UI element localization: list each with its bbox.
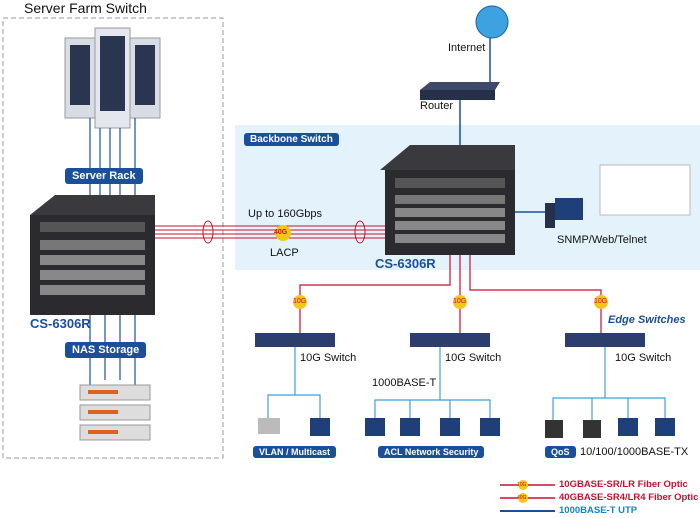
legend-40g-badge: 40G [517, 495, 527, 501]
left-model-label: CS-6306R [30, 316, 91, 331]
management-pc-icon [555, 198, 583, 220]
nas-storage-label: NAS Storage [65, 342, 147, 358]
internet-globe-icon [475, 5, 509, 39]
backbone-switch-label: Backbone Switch [244, 133, 339, 146]
snmp-label: SNMP/Web/Telnet [557, 234, 647, 246]
page-title: Server Farm Switch [24, 0, 147, 16]
40g-badge: 40G [274, 229, 288, 236]
switch-label: 10G Switch [445, 352, 502, 364]
10g-badge: 10G [453, 298, 467, 305]
center-model-label: CS-6306R [375, 256, 436, 271]
legend-10g: 10GBASE-SR/LR Fiber Optic [559, 479, 688, 490]
tx-label: 10/100/1000BASE-TX [580, 446, 689, 458]
40g-badge-icon [275, 225, 291, 241]
center-chassis-switch [380, 145, 515, 255]
feature-qos: QoS [545, 446, 576, 458]
10g-badge: 10G [293, 298, 307, 305]
server-rack-label: Server Rack [65, 168, 143, 184]
switch-label: 10G Switch [300, 352, 357, 364]
router-label: Router [420, 100, 454, 112]
legend-10g-badge: 10G [517, 482, 527, 488]
lacp-ring-right [354, 220, 366, 244]
legend-40g: 40GBASE-SR4/LR4 Fiber Optic [559, 492, 699, 503]
router-icon [420, 82, 500, 90]
nas-storage-icon [79, 384, 151, 441]
client-device-icons [258, 418, 675, 438]
feature-vlan: VLAN / Multicast [253, 446, 337, 458]
feature-acl: ACL Network Security [378, 446, 485, 458]
edge-switch-icons [255, 333, 645, 347]
server-rack-icon [64, 27, 161, 129]
switch-label: 10G Switch [615, 352, 672, 364]
edge-switches-label: Edge Switches [608, 314, 686, 326]
legend-utp: 1000BASE-T UTP [559, 505, 638, 516]
lacp-label: LACP [270, 247, 299, 259]
1000base-t-label: 1000BASE-T [372, 377, 437, 389]
bandwidth-label: Up to 160Gbps [248, 208, 322, 220]
lacp-trunk-links [155, 225, 385, 239]
lacp-ring-left [202, 220, 214, 244]
left-chassis-switch [30, 195, 155, 315]
web-gui-screenshot [599, 164, 691, 216]
10g-badge: 10G [594, 298, 608, 305]
internet-label: Internet [448, 42, 486, 54]
utp-links-edge [267, 347, 666, 420]
